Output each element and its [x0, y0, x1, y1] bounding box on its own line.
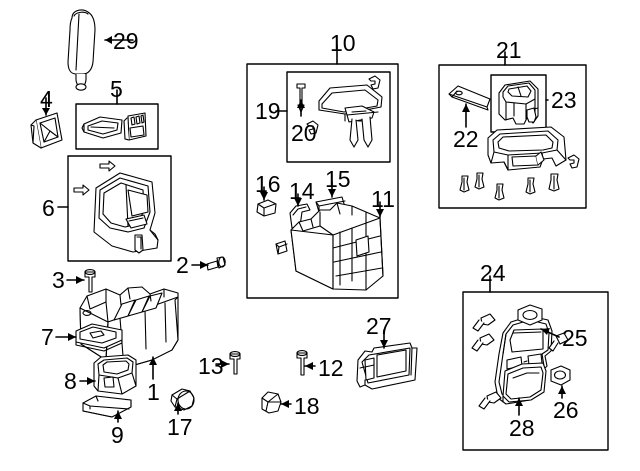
part-18-grommet — [261, 391, 282, 414]
part-8-storage-box-insert — [93, 354, 137, 395]
part-25-rear-console-panel — [494, 315, 553, 405]
pin-clips — [459, 172, 560, 201]
part-3-bolt — [84, 269, 96, 293]
callout-27: 27 — [366, 313, 392, 339]
part-21-rear-console-body — [459, 126, 580, 201]
callout-18: 18 — [294, 393, 320, 419]
part-17-cap-plug — [170, 388, 195, 411]
callout-11: 11 — [371, 186, 395, 212]
part-9-lid-cover — [82, 395, 132, 418]
callout-13: 13 — [198, 353, 224, 379]
callout-25: 25 — [562, 325, 588, 351]
part-24-screws — [471, 313, 569, 410]
callout-24: 24 — [480, 260, 506, 286]
part-12-bolt — [296, 350, 308, 376]
callout-14: 14 — [289, 178, 315, 204]
callout-22: 22 — [453, 126, 479, 152]
callout-6: 6 — [42, 195, 55, 221]
part-2-bolt — [206, 256, 226, 271]
callout-15: 15 — [325, 166, 351, 192]
callout-16: 16 — [255, 171, 281, 197]
callout-1: 1 — [147, 379, 160, 405]
callout-4: 4 — [40, 86, 53, 112]
leader-lines — [42, 36, 566, 423]
callout-20: 20 — [291, 120, 317, 146]
callout-19: 19 — [255, 98, 281, 124]
part-19-armrest-lid — [306, 75, 383, 148]
part-24-top-grommet — [517, 304, 543, 326]
part-16-clip-small — [256, 199, 277, 217]
callout-21: 21 — [496, 37, 522, 63]
part-27-switch-panel-module — [356, 342, 418, 390]
part-7-tray-insert — [75, 323, 123, 352]
part-4-bracket-clip — [30, 112, 63, 149]
part-11-console-box-body — [275, 202, 384, 291]
part-5-switch-assembly — [81, 112, 147, 141]
part-23-cup-holder-insert — [498, 80, 539, 125]
callout-8: 8 — [64, 368, 77, 394]
part-6-front-console-panel — [73, 160, 159, 254]
callout-28: 28 — [509, 415, 535, 441]
part-29-shift-lever-knob — [67, 9, 96, 91]
callout-17: 17 — [167, 414, 193, 440]
callout-3: 3 — [52, 267, 65, 293]
part-26-clip-grommet — [550, 365, 571, 386]
callout-2: 2 — [176, 252, 189, 278]
callout-9: 9 — [111, 422, 124, 448]
callout-23: 23 — [551, 87, 577, 113]
callout-10: 10 — [330, 30, 356, 56]
callout-26: 26 — [553, 397, 579, 423]
callout-5: 5 — [110, 76, 123, 102]
callout-29: 29 — [113, 28, 139, 54]
callout-12: 12 — [318, 355, 344, 381]
callout-7: 7 — [41, 324, 54, 350]
part-13-bolt — [229, 351, 241, 375]
part-22-reinforcement-bar — [448, 85, 491, 111]
